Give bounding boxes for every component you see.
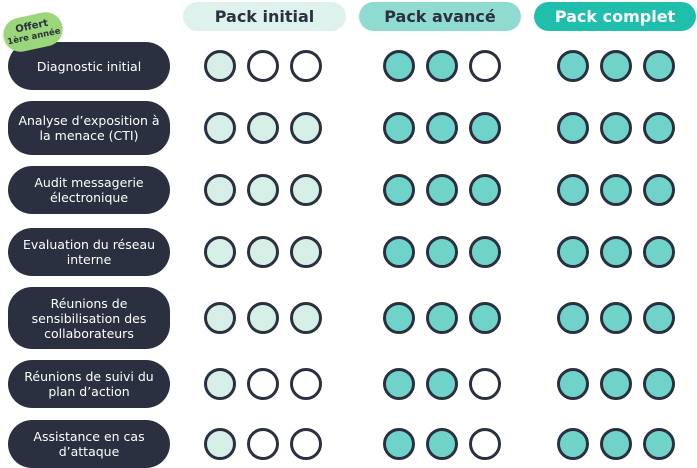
level-circle-avance [383,50,415,82]
row-label: Audit messagerie électronique [8,166,170,214]
level-circle-avance [426,428,458,460]
level-circle-complet [643,112,675,144]
level-circle-avance [469,236,501,268]
level-circle-initial [204,112,236,144]
row-label: Evaluation du réseau interne [8,228,170,276]
level-circle-initial [290,50,322,82]
level-circle-avance [383,174,415,206]
level-circle-complet [600,302,632,334]
level-circle-complet [643,50,675,82]
level-circle-complet [557,50,589,82]
level-circle-avance [383,428,415,460]
level-circle-complet [643,428,675,460]
level-circle-avance [383,302,415,334]
level-circle-initial [204,236,236,268]
level-circle-avance [426,50,458,82]
level-circle-initial [204,368,236,400]
level-circle-complet [600,428,632,460]
level-circle-avance [426,174,458,206]
pack-avance-header: Pack avancé [359,2,521,31]
level-circle-complet [557,368,589,400]
level-circle-complet [557,428,589,460]
level-circle-complet [643,368,675,400]
level-circle-initial [204,50,236,82]
row-label: Diagnostic initial [8,42,170,90]
level-circle-initial [247,174,279,206]
level-circle-avance [383,368,415,400]
level-circle-initial [247,50,279,82]
level-circle-avance [426,236,458,268]
level-circle-initial [247,368,279,400]
row-label: Réunions de sensibilisation des collabor… [8,287,170,349]
level-circle-initial [290,368,322,400]
level-circle-complet [600,368,632,400]
level-circle-avance [469,112,501,144]
level-circle-initial [290,428,322,460]
level-circle-initial [204,174,236,206]
level-circle-avance [469,428,501,460]
pack-complet-header: Pack complet [534,2,696,31]
level-circle-initial [247,236,279,268]
level-circle-avance [426,302,458,334]
level-circle-initial [247,112,279,144]
level-circle-avance [469,50,501,82]
level-circle-complet [600,50,632,82]
level-circle-initial [290,302,322,334]
level-circle-complet [600,112,632,144]
level-circle-initial [247,302,279,334]
level-circle-avance [469,174,501,206]
row-label: Réunions de suivi du plan d’action [8,360,170,408]
level-circle-avance [469,368,501,400]
level-circle-initial [290,236,322,268]
level-circle-complet [643,302,675,334]
row-label: Assistance en cas d’attaque [8,420,170,468]
level-circle-initial [290,174,322,206]
level-circle-complet [557,302,589,334]
row-label: Analyse d’exposition à la menace (CTI) [8,101,170,155]
level-circle-complet [557,236,589,268]
level-circle-avance [383,112,415,144]
level-circle-complet [557,112,589,144]
level-circle-complet [643,174,675,206]
level-circle-complet [600,236,632,268]
level-circle-avance [383,236,415,268]
level-circle-avance [426,112,458,144]
level-circle-complet [557,174,589,206]
pack-initial-header: Pack initial [183,2,346,31]
level-circle-avance [426,368,458,400]
level-circle-initial [204,302,236,334]
level-circle-initial [247,428,279,460]
level-circle-complet [600,174,632,206]
level-circle-initial [204,428,236,460]
level-circle-initial [290,112,322,144]
level-circle-complet [643,236,675,268]
level-circle-avance [469,302,501,334]
